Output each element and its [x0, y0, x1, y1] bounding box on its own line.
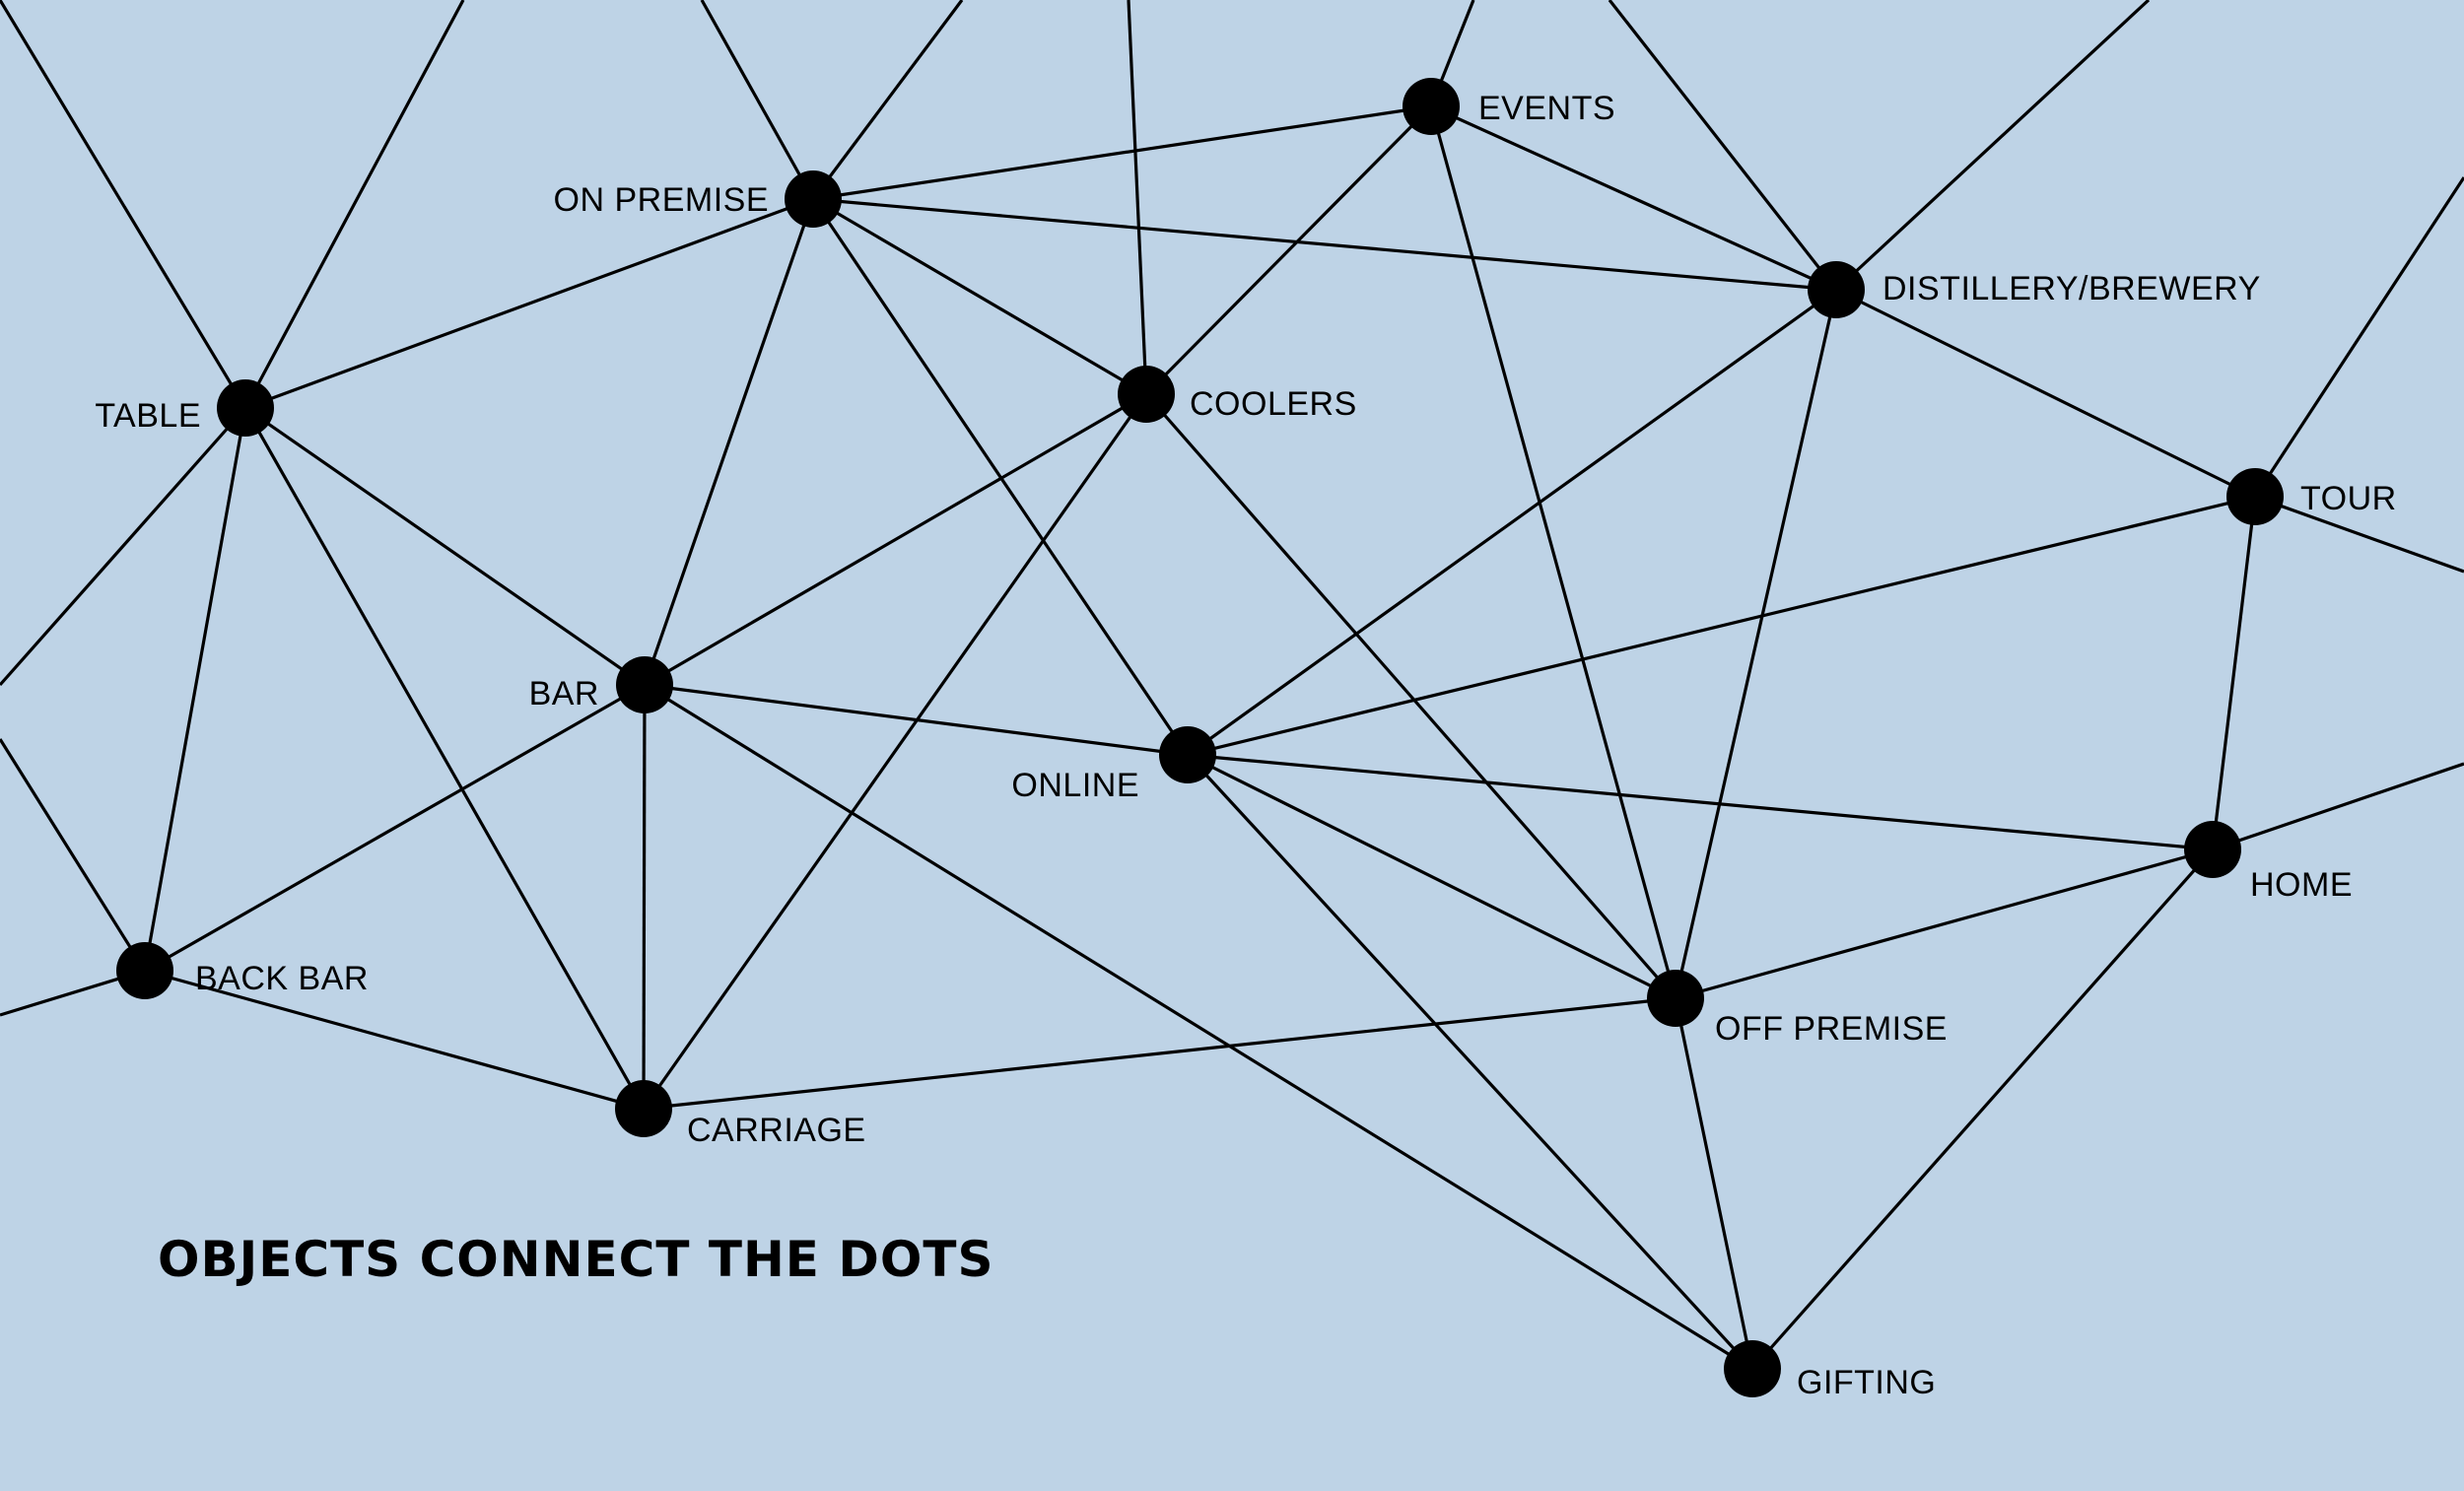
- edge-tour-offscreen: [2254, 495, 2464, 574]
- dot-events: [1403, 78, 1460, 135]
- label-gifting: GIFTING: [1797, 1364, 1936, 1401]
- edge-table-offscreen: [0, 0, 247, 409]
- dot-gifting: [1724, 1340, 1781, 1397]
- dot-labels: ON PREMISE EVENTS DISTILLERY/BREWERY TABLE C…: [95, 90, 2396, 1401]
- edge-coolers-carriage: [642, 393, 1148, 1110]
- label-table: TABLE: [95, 397, 201, 435]
- edge-tour-offscreen: [2253, 176, 2464, 498]
- label-coolers: COOLERS: [1190, 385, 1357, 423]
- label-home: HOME: [2250, 866, 2353, 904]
- edge-events-coolers: [1144, 104, 1433, 396]
- edge-online-gifting: [1186, 753, 1754, 1371]
- dot-back-bar: [116, 942, 173, 999]
- edge-home-off_premise: [1675, 847, 2214, 1000]
- edge-table-bar: [244, 406, 646, 687]
- edge-back_bar-offscreen: [0, 738, 147, 972]
- dot-on-premise: [785, 170, 842, 228]
- edge-on_premise-offscreen: [811, 0, 964, 200]
- edge-on_premise-distillery: [812, 197, 1837, 292]
- label-on-premise: ON PREMISE: [554, 181, 769, 219]
- label-carriage: CARRIAGE: [687, 1112, 866, 1149]
- edge-on_premise-events: [812, 104, 1432, 201]
- edge-bar-online: [644, 683, 1189, 757]
- edge-distillery-offscreen: [1608, 0, 1838, 291]
- label-tour: TOUR: [2300, 480, 2397, 517]
- dot-bar: [616, 656, 673, 713]
- edge-table-offscreen: [0, 406, 247, 687]
- edge-tour-home: [2211, 496, 2257, 850]
- dots: [116, 78, 2284, 1397]
- edge-events-off_premise: [1429, 105, 1677, 999]
- dot-carriage: [615, 1080, 672, 1137]
- edge-distillery-offscreen: [1834, 0, 2151, 292]
- edge-events-distillery: [1430, 104, 1837, 292]
- dot-tour: [2226, 468, 2284, 525]
- dot-table: [217, 379, 274, 437]
- connection-lines: [0, 0, 2464, 1371]
- edge-coolers-bar: [644, 392, 1147, 687]
- edge-online-home: [1187, 753, 2214, 851]
- edge-coolers-offscreen: [1127, 0, 1148, 395]
- label-events: EVENTS: [1478, 90, 1615, 127]
- edge-on_premise-coolers: [812, 197, 1147, 396]
- edge-table-carriage: [243, 407, 646, 1110]
- diagram-title: OBJECTS CONNECT THE DOTS: [158, 1231, 994, 1288]
- label-off-premise: OFF PREMISE: [1715, 1010, 1948, 1048]
- edge-carriage-off_premise: [643, 996, 1677, 1111]
- edge-distillery-tour: [1835, 288, 2256, 499]
- edge-back_bar-carriage: [144, 969, 645, 1111]
- edge-table-back_bar: [143, 407, 247, 972]
- edge-on_premise-bar: [643, 198, 815, 686]
- dot-distillery: [1808, 261, 1865, 318]
- label-online: ONLINE: [1011, 767, 1139, 804]
- edge-on_premise-table: [244, 197, 814, 410]
- dot-coolers: [1118, 366, 1175, 423]
- edge-table-offscreen: [243, 0, 465, 409]
- label-distillery: DISTILLERY/BREWERY: [1882, 270, 2261, 307]
- edge-off_premise-gifting: [1674, 997, 1754, 1370]
- edge-distillery-online: [1187, 288, 1837, 757]
- edge-home-gifting: [1750, 847, 2215, 1371]
- label-bar: BAR: [529, 675, 599, 712]
- edge-on_premise-offscreen: [700, 0, 815, 200]
- edge-online-tour: [1187, 495, 2256, 757]
- edge-bar-carriage: [642, 684, 647, 1110]
- dot-home: [2184, 821, 2241, 878]
- dot-online: [1159, 726, 1216, 783]
- dot-off-premise: [1647, 970, 1704, 1027]
- edge-coolers-off_premise: [1144, 392, 1677, 1000]
- label-back-bar: BACK BAR: [195, 960, 369, 997]
- edge-distillery-off_premise: [1674, 289, 1838, 999]
- edge-home-offscreen: [2212, 762, 2464, 851]
- edge-bar-gifting: [644, 683, 1753, 1371]
- edge-online-off_premise: [1187, 753, 1677, 1000]
- edge-bar-back_bar: [144, 683, 646, 973]
